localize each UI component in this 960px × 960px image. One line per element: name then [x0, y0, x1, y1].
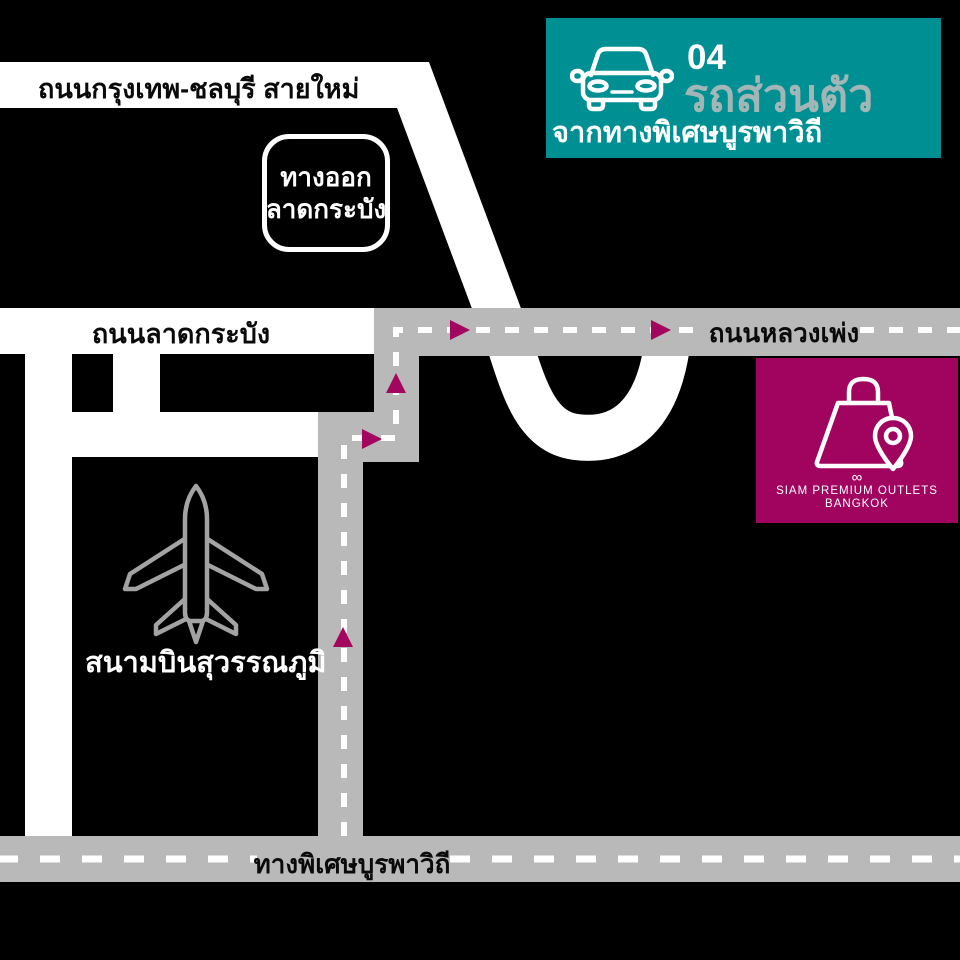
road-bangkok-chonburi-with-loop — [0, 62, 691, 461]
exit-sign: ทางออก ลาดกระบัง — [262, 134, 390, 252]
route-arrow-right-icon — [450, 320, 470, 340]
exit-sign-line2: ลาดกระบัง — [265, 194, 387, 224]
route-subtitle: จากทางพิเศษบูรพาวิถี — [552, 117, 823, 149]
road-access — [318, 412, 363, 840]
car-icon — [570, 46, 674, 112]
destination-name-line1: SIAM PREMIUM OUTLETS — [776, 485, 938, 497]
route-arrow-right-icon — [362, 429, 382, 449]
infinity-logo-mark: ∞ — [851, 469, 863, 486]
road-connector — [25, 412, 318, 457]
road-label-ladkrabang: ถนนลาดกระบัง — [91, 319, 271, 349]
destination-marker: ∞ SIAM PREMIUM OUTLETS BANGKOK — [756, 358, 958, 523]
road-label-luang-phaeng: ถนนหลวงเพ่ง — [708, 318, 860, 348]
destination-name-line2: BANGKOK — [825, 498, 889, 510]
shopping-bag-pin-icon — [814, 376, 914, 472]
road-label-burapha-withi: ทางพิเศษบูรพาวิถี — [253, 849, 451, 879]
route-arrow-up-icon — [386, 373, 406, 393]
road-label-bangkok-chonburi: ถนนกรุงเทพ-ชลบุรี สายใหม่ — [38, 74, 360, 104]
route-arrow-right-icon — [651, 320, 671, 340]
header-panel: 04 รถส่วนตัว จากทางพิเศษบูรพาวิถี — [546, 18, 941, 158]
airplane-icon — [122, 483, 270, 645]
airport-label: สนามบินสุวรรณภูมิ — [85, 647, 327, 679]
route-dashed-line — [341, 327, 698, 836]
route-arrow-up-icon — [333, 627, 353, 647]
road-west-vertical — [25, 308, 72, 838]
route-number: 04 — [687, 38, 726, 77]
exit-sign-line1: ทางออก — [280, 161, 372, 192]
route-title: รถส่วนตัว — [684, 70, 874, 121]
